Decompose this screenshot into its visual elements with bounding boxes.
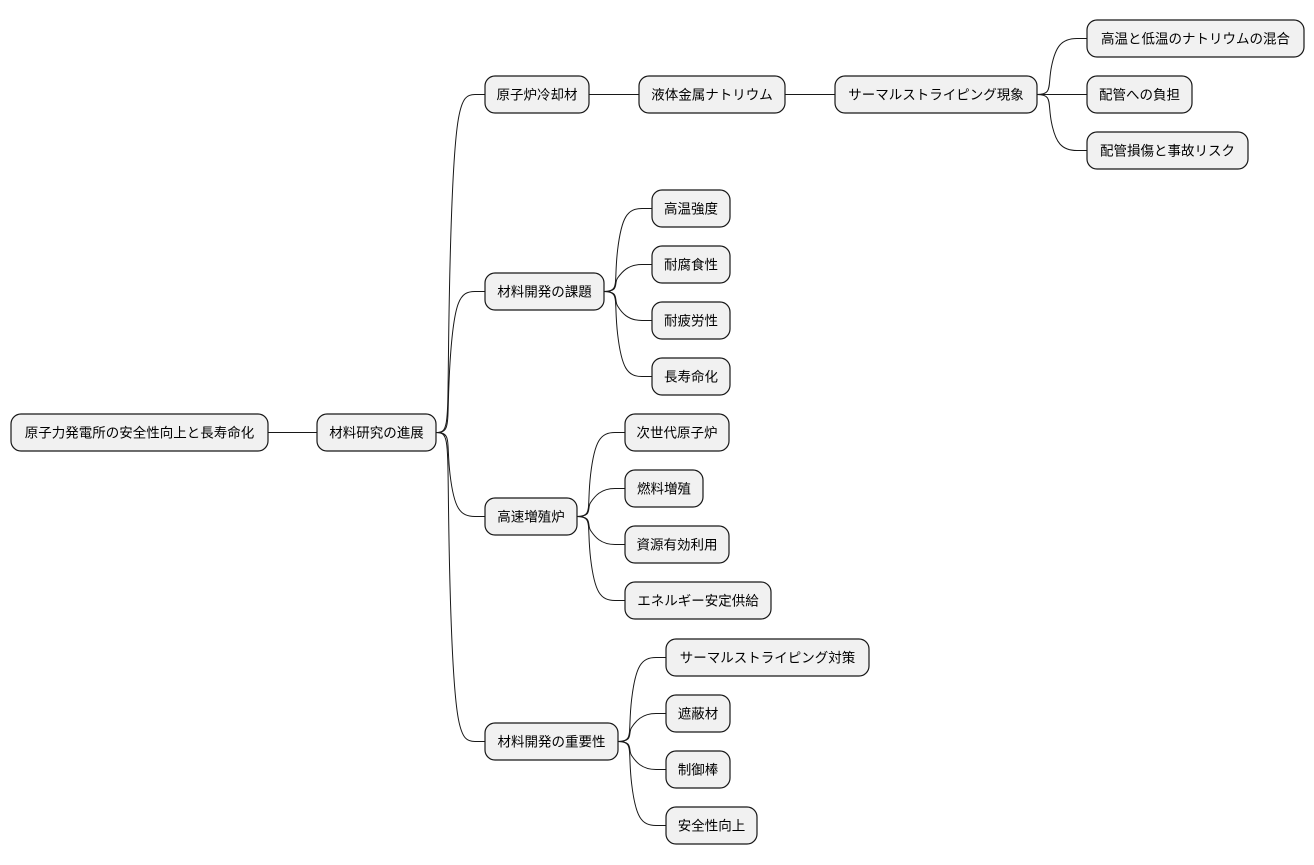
node-label: 材料研究の進展 (329, 426, 424, 442)
node-importance: 材料開発の重要性 (484, 722, 619, 761)
node-sodium: 液体金属ナトリウム (638, 75, 786, 114)
node-label: 液体金属ナトリウム (651, 88, 773, 104)
node-box (651, 357, 731, 396)
node-label: 高速増殖炉 (497, 509, 565, 526)
connector-line (617, 713, 666, 742)
connector-line (435, 291, 485, 433)
node-label: 高温と低温のナトリウムの混合 (1101, 31, 1290, 48)
connector-line (617, 657, 666, 742)
node-label: 長寿命化 (664, 369, 718, 386)
node-label: エネルギー安定供給 (637, 594, 759, 610)
node-label: 原子力発電所の安全性向上と長寿命化 (25, 425, 255, 442)
connector-line (603, 291, 652, 321)
node-label: 資源有効利用 (637, 538, 718, 554)
node-mix: 高温と低温のナトリウムの混合 (1086, 19, 1305, 58)
mindmap-edges (268, 38, 1087, 826)
node-resources: 資源有効利用 (624, 525, 730, 564)
connector-line (576, 516, 625, 601)
node-nextgen: 次世代原子炉 (624, 413, 730, 452)
connector-line (603, 264, 652, 292)
node-fatigue: 耐疲労性 (651, 301, 731, 340)
node-label: サーマルストライピング対策 (680, 650, 856, 667)
connector-line (617, 741, 666, 770)
node-label: 材料開発の重要性 (498, 735, 606, 751)
node-box (665, 806, 758, 845)
node-burden: 配管への負担 (1086, 75, 1193, 114)
node-label: 燃料増殖 (637, 481, 691, 498)
node-issues: 材料開発の課題 (484, 272, 605, 311)
node-research: 材料研究の進展 (316, 413, 437, 452)
node-controlrod: 制御棒 (665, 750, 731, 789)
node-thermal: サーマルストライピング現象 (834, 75, 1038, 114)
node-label: 安全性向上 (678, 818, 746, 835)
node-box (624, 413, 730, 452)
connector-line (1036, 94, 1087, 151)
mindmap-nodes: 原子力発電所の安全性向上と長寿命化材料研究の進展原子炉冷却材液体金属ナトリウムサ… (10, 19, 1305, 845)
connector-line (435, 432, 485, 742)
node-damage: 配管損傷と事故リスク (1086, 131, 1249, 170)
node-label: 原子炉冷却材 (497, 88, 578, 104)
node-label: 耐腐食性 (664, 257, 718, 274)
node-box (638, 75, 786, 114)
node-label: 耐疲労性 (664, 313, 718, 330)
node-box (484, 272, 605, 311)
connector-line (603, 291, 652, 377)
node-label: 高温強度 (664, 201, 718, 218)
node-coolant: 原子炉冷却材 (484, 75, 590, 114)
node-root: 原子力発電所の安全性向上と長寿命化 (10, 413, 269, 452)
node-breeding: 燃料増殖 (624, 469, 704, 508)
node-box (834, 75, 1038, 114)
node-box (651, 189, 731, 228)
node-safety: 安全性向上 (665, 806, 758, 845)
connector-line (435, 94, 485, 433)
connector-line (576, 488, 625, 517)
node-box (1086, 75, 1193, 114)
node-label: 配管損傷と事故リスク (1100, 144, 1235, 160)
node-corrosion: 耐腐食性 (651, 245, 731, 284)
connector-line (603, 208, 652, 292)
node-label: 制御棒 (678, 763, 719, 779)
node-life: 長寿命化 (651, 357, 731, 396)
node-box (665, 694, 731, 733)
node-box (624, 581, 772, 620)
node-label: 配管への負担 (1099, 88, 1180, 104)
node-box (651, 301, 731, 340)
node-box (484, 722, 619, 761)
node-box (1086, 131, 1249, 170)
node-box (624, 525, 730, 564)
node-label: 材料開発の課題 (497, 285, 592, 301)
node-label: 次世代原子炉 (637, 426, 718, 442)
connector-line (1036, 38, 1087, 95)
connector-line (576, 432, 625, 517)
node-tscountermeasure: サーマルストライピング対策 (665, 638, 870, 677)
connector-line (617, 741, 666, 826)
node-label: 遮蔽材 (678, 707, 719, 723)
connector-line (435, 432, 485, 517)
node-shielding: 遮蔽材 (665, 694, 731, 733)
node-box (624, 469, 704, 508)
node-fbr: 高速増殖炉 (484, 497, 578, 536)
node-energy: エネルギー安定供給 (624, 581, 772, 620)
node-label: サーマルストライピング現象 (848, 88, 1024, 104)
node-box (484, 75, 590, 114)
node-box (1086, 19, 1305, 58)
node-box (651, 245, 731, 284)
node-box (316, 413, 437, 452)
node-box (665, 750, 731, 789)
node-box (484, 497, 578, 536)
node-box (10, 413, 269, 452)
node-strength: 高温強度 (651, 189, 731, 228)
connector-line (576, 516, 625, 545)
node-box (665, 638, 870, 677)
